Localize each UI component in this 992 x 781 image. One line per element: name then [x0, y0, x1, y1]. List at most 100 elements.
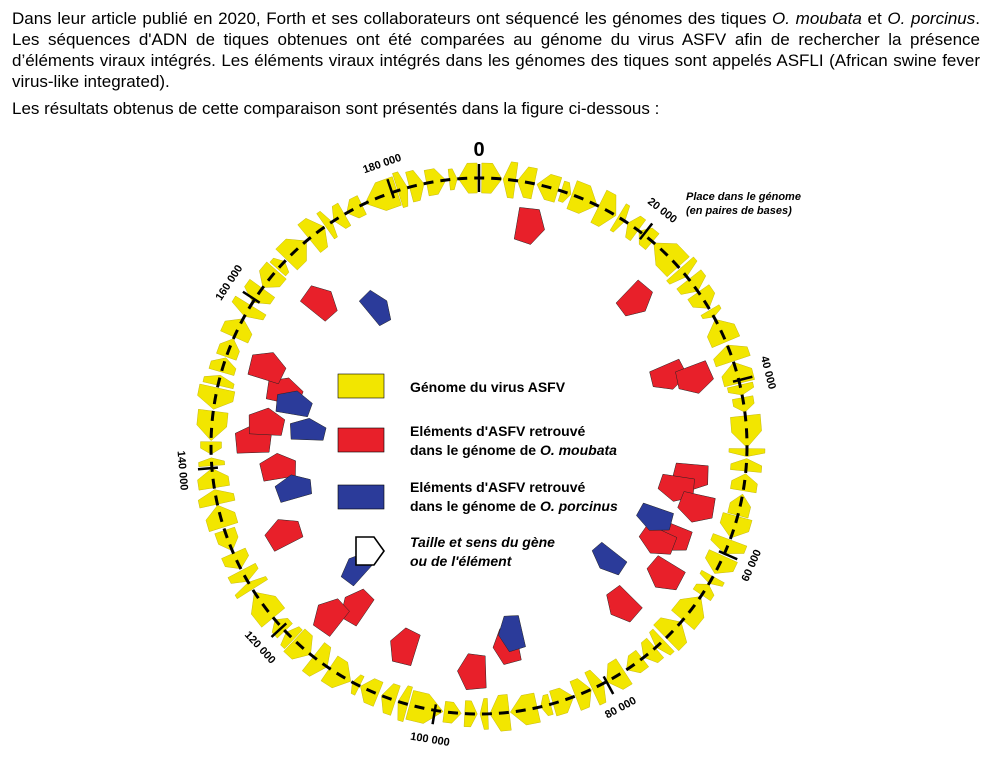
asfv-gene — [540, 693, 554, 717]
legend-gene-shape-icon — [355, 536, 385, 566]
position-tick — [386, 178, 396, 199]
legend-label-asfv: Génome du virus ASFV — [410, 379, 566, 395]
moubata-element — [615, 279, 653, 317]
legend-gene-size-line1: Taille et sens du gène — [410, 534, 555, 550]
intro-p1-part-a: Dans leur article publié en 2020, Forth … — [12, 9, 773, 28]
position-tick — [638, 222, 654, 241]
asfv-gene — [346, 195, 367, 219]
position-tick — [431, 704, 438, 725]
asfv-gene — [719, 512, 753, 539]
asfv-gene — [221, 547, 249, 570]
position-tick — [242, 290, 261, 304]
moubata-element — [247, 352, 287, 385]
porcinus-element — [591, 541, 628, 576]
legend-label-moubata-line1: Eléments d'ASFV retrouvé — [410, 423, 585, 439]
asfv-gene — [700, 304, 722, 319]
asfv-gene — [331, 202, 352, 229]
asfv-gene — [458, 162, 478, 194]
asfv-gene — [649, 628, 675, 656]
porcinus-element — [275, 390, 313, 418]
asfv-gene — [713, 344, 751, 368]
species-porcinus: O. porcinus — [887, 9, 976, 28]
asfv-gene — [297, 218, 328, 253]
asfli-elements — [235, 207, 716, 690]
legend-swatch-asfv — [337, 373, 385, 399]
intro-p1-part-b: et — [861, 9, 888, 28]
legend-moubata-species: O. moubata — [540, 442, 617, 458]
asfv-gene — [590, 189, 617, 227]
porcinus-element — [358, 289, 392, 327]
legend-porcinus-species: O. porcinus — [540, 498, 618, 514]
tick-label: 160 000 — [214, 263, 246, 303]
species-moubata: O. moubata — [772, 9, 862, 28]
porcinus-element — [498, 615, 526, 653]
tick-label: 140 000 — [174, 450, 189, 491]
tick-label: 80 000 — [603, 695, 638, 722]
asfv-gene — [666, 256, 698, 285]
asfv-gene — [609, 203, 631, 233]
legend-label-porcinus-line1: Eléments d'ASFV retrouvé — [410, 479, 585, 495]
moubata-element — [677, 491, 716, 523]
position-tick — [718, 550, 738, 561]
legend-label-porcinus-line2: dans le génome de O. porcinus — [410, 498, 618, 514]
moubata-element — [606, 584, 643, 623]
position-note-line1: Place dans le génome — [686, 191, 801, 203]
intro-p1-part-c: . Les séquences d'ADN de tiques obtenues… — [12, 9, 980, 91]
asfv-gene — [687, 284, 716, 309]
moubata-element — [264, 519, 304, 552]
asfv-gene — [584, 669, 607, 706]
asfv-gene — [549, 687, 575, 717]
moubata-element — [646, 555, 686, 591]
intro-paragraph-2: Les résultats obtenus de cette comparais… — [12, 99, 660, 118]
porcinus-element — [274, 474, 312, 503]
intro-paragraph-1: Dans leur article publié en 2020, Forth … — [12, 8, 980, 92]
asfv-gene — [234, 576, 268, 600]
asfv-gene — [676, 269, 707, 295]
position-tick — [197, 466, 218, 471]
asfv-gene — [721, 361, 755, 388]
asfv-gene — [710, 533, 748, 554]
legend-label-moubata-line2: dans le génome de O. moubata — [410, 442, 617, 458]
asfv-gene — [196, 408, 229, 441]
asfv-gene — [280, 626, 303, 650]
position-note-line2: (en paires de bases) — [686, 205, 792, 217]
asfv-gene — [227, 562, 259, 584]
moubata-element — [390, 627, 421, 666]
porcinus-element — [636, 502, 674, 531]
tick-label: 20 000 — [645, 196, 679, 226]
asfv-gene — [316, 210, 338, 240]
intro-text: Dans leur article publié en 2020, Forth … — [12, 8, 980, 125]
legend-porcinus-prefix: dans le génome de — [410, 498, 540, 514]
asfv-gene — [447, 168, 458, 191]
legend-gene-size-line2: ou de l'élément — [410, 553, 513, 569]
moubata-element — [299, 285, 338, 322]
moubata-element — [513, 207, 545, 245]
legend: Génome du virus ASFV Eléments d'ASFV ret… — [337, 373, 618, 569]
genome-ring — [196, 161, 766, 732]
origin-label: 0 — [473, 139, 484, 161]
asfv-gene — [364, 176, 402, 211]
position-tick — [732, 375, 753, 383]
tick-label: 100 000 — [409, 731, 450, 749]
tick-label: 40 000 — [758, 355, 778, 391]
asfv-gene — [510, 692, 541, 726]
moubata-element — [457, 653, 487, 690]
legend-moubata-prefix: dans le génome de — [410, 442, 540, 458]
moubata-element — [638, 523, 678, 555]
position-tick — [602, 675, 615, 695]
asfv-gene — [671, 596, 705, 631]
legend-swatch-porcinus — [337, 484, 385, 510]
asfv-gene — [569, 678, 592, 711]
legend-swatch-moubata — [337, 427, 385, 453]
moubata-element — [313, 598, 350, 637]
moubata-element — [248, 407, 286, 436]
asfv-gene — [214, 526, 239, 552]
moubata-element — [259, 453, 296, 482]
porcinus-element — [290, 418, 327, 441]
moubata-element — [675, 360, 714, 394]
position-tick — [270, 622, 288, 638]
asfv-gene — [727, 381, 755, 396]
asfv-gene — [423, 168, 447, 197]
asfv-gene — [320, 655, 351, 689]
